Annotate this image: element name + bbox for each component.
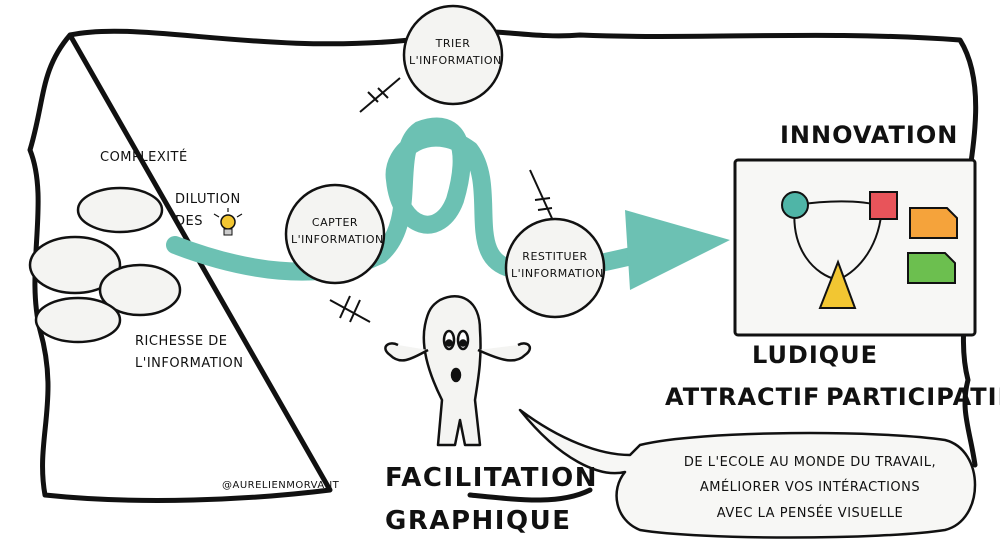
signature: @AURELIENMORVANT — [222, 480, 340, 491]
label-graphique: GRAPHIQUE — [385, 506, 572, 536]
label-dilution-1: DILUTION — [175, 192, 241, 207]
label-participatif: PARTICIPATIF — [826, 383, 1000, 411]
node-capter-line1: CAPTER — [311, 216, 359, 229]
connector-ticks — [329, 77, 556, 323]
cloud-icon — [28, 186, 182, 344]
label-dilution-2: DES — [175, 214, 203, 229]
speech-line-1: DE L'ECOLE AU MONDE DU TRAVAIL, — [683, 455, 937, 470]
board-square-shape — [869, 191, 898, 220]
node-capter-line2: L'INFORMATION — [291, 233, 384, 246]
node-restituer-line2: L'INFORMATION — [511, 267, 604, 280]
node-restituer-circle — [504, 217, 606, 319]
board-triangle-shape — [818, 259, 857, 309]
node-trier-line2: L'INFORMATION — [409, 54, 502, 67]
label-facilitation: FACILITATION — [385, 463, 598, 493]
board-circle-shape — [781, 191, 809, 219]
lightbulb-icon — [213, 208, 243, 236]
label-richesse-1: RICHESSE DE — [135, 334, 228, 349]
character-figure — [384, 295, 532, 447]
label-attractif: ATTRACTIF — [665, 383, 821, 411]
label-richesse-2: L'INFORMATION — [135, 356, 244, 371]
node-trier-circle — [402, 4, 504, 106]
teal-arrow-head — [625, 210, 730, 290]
speech-line-2: AMÉLIORER VOS INTÉRACTIONS — [699, 480, 921, 495]
speech-bubble — [518, 408, 977, 539]
node-capter-circle — [284, 183, 386, 285]
board-green-note — [907, 252, 956, 284]
node-restituer-line1: RESTITUER — [522, 250, 588, 263]
label-innovation: INNOVATION — [780, 121, 959, 149]
speech-line-3: AVEC LA PENSÉE VISUELLE — [716, 506, 904, 521]
label-complexite: COMPLEXITÉ — [100, 150, 188, 165]
board-orange-note — [909, 207, 958, 239]
label-ludique: LUDIQUE — [752, 341, 879, 369]
teal-flow-path — [166, 117, 689, 281]
board-diagram — [781, 191, 958, 309]
node-trier-line1: TRIER — [435, 37, 471, 50]
